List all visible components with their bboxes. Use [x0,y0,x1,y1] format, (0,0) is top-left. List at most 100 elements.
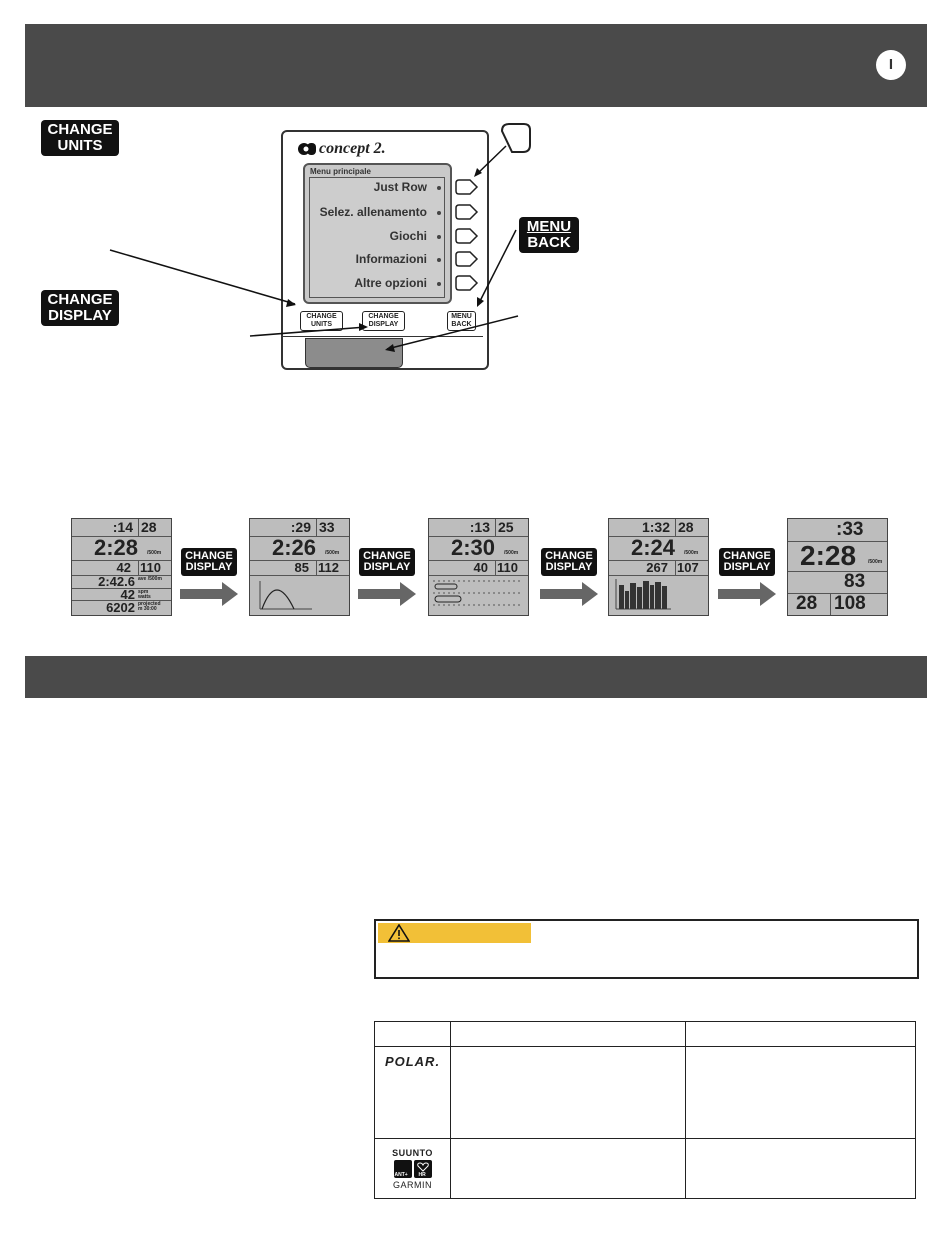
suunto-logo: SUUNTO [392,1147,433,1158]
display-pace-unit: /500m [147,550,162,556]
key-line-1: CHANGE [723,550,771,562]
display-pace: 2:30 [451,535,496,560]
key-line-1: CHANGE [47,121,113,138]
display-spm: 28 [141,519,157,535]
table-cell: SUUNTO ANT+ HR GARMIN [374,1138,451,1199]
display-screen: :33 2:28 /500m 83 28 108 [787,518,888,616]
key-line-1: CHANGE [363,550,411,562]
key-line-2: DISPLAY [723,561,771,573]
display-heart-rate: 110 [140,560,161,575]
change-display-step-key: CHANGE DISPLAY [719,548,775,576]
key-line-2: DISPLAY [363,561,411,573]
menu-panel [309,177,445,298]
change-display-step-key: CHANGE DISPLAY [541,548,597,576]
display-meters: 83 [844,571,866,592]
display-screen: :13 25 2:30 /500m 40 110 [428,518,529,616]
table-row: SUUNTO ANT+ HR GARMIN [374,1138,916,1199]
change-display-step-key: CHANGE DISPLAY [181,548,237,576]
warning-triangle-icon [388,924,410,942]
table-cell [685,1021,916,1047]
table-cell [450,1046,686,1139]
display-pace-unit: /500m [325,550,340,556]
sequence-arrows [180,582,776,606]
usb-slot [305,338,403,368]
table-row: POLAR. [374,1046,916,1139]
display-row-label: spm watts [138,589,151,600]
display-heart-rate: 108 [834,593,866,614]
key-line-2: BACK [527,234,571,251]
key-line-2: DISPLAY [48,307,112,324]
heart-rate-table: POLAR. SUUNTO ANT+ HR GARMIN [374,1021,916,1199]
ant-plus-icon: ANT+ [393,1159,412,1178]
change-units-key: CHANGE UNITS [41,120,119,156]
large-softkey-icon [500,123,531,153]
button-line-1: CHANGE [368,313,399,320]
key-line-1: CHANGE [545,550,593,562]
display-time: 1:32 [641,519,670,535]
display-heart-rate: 112 [318,560,339,575]
menu-title: Menu principale [310,167,371,176]
display-row-value: 2:42.6 [98,574,135,589]
button-line-2: DISPLAY [368,321,399,328]
table-header-row [374,1021,916,1047]
display-screen: 1:32 28 2:24 /500m 267 107 [608,518,709,616]
display-meters: 267 [646,560,668,575]
hr-label: HR [418,1171,426,1178]
right-arrow-icon [540,582,598,606]
display-time: :33 [836,519,864,540]
force-curve-graph [259,581,312,610]
ant-label: ANT+ [394,1171,408,1178]
table-cell [685,1138,916,1199]
heart-rate-icon: HR [413,1159,432,1178]
polar-logo: POLAR. [384,1054,441,1069]
warning-header [378,923,531,943]
display-pace: 2:28 [800,540,857,571]
display-screen: :14 28 2:28 /500m 42 110 2:42.6 ave /500… [71,518,172,616]
warning-box [374,919,919,979]
histogram-graph [615,579,671,610]
garmin-logo: GARMIN [393,1179,432,1190]
display-heart-rate: 110 [497,560,518,575]
menu-item-games[interactable]: Giochi [389,229,427,243]
concept2-mark-icon [298,143,316,155]
button-line-2: BACK [451,321,472,328]
monitor-lcd: Menu principale [303,163,452,304]
display-time: :14 [112,519,133,535]
table-cell [450,1138,686,1199]
section-band [25,656,927,698]
logo-text: concept 2. [319,140,386,157]
display-screen: :29 33 2:26 /500m 85 112 [249,518,350,616]
display-pace-unit: /500m [868,559,883,565]
display-pace: 2:26 [272,535,317,560]
table-cell [450,1021,686,1047]
display-meters: 40 [473,560,488,575]
display-pace: 2:28 [94,535,139,560]
display-heart-rate: 107 [677,560,699,575]
menu-back-key: MENU BACK [519,217,579,253]
display-spm: 28 [678,519,694,535]
menu-dot [437,211,441,215]
right-arrow-icon [358,582,416,606]
change-display-button[interactable]: CHANGE DISPLAY [362,311,405,331]
display-meters: 85 [294,560,309,575]
callout-lines [109,145,519,352]
display-row-value: 6202 [106,600,135,615]
menu-item-info[interactable]: Informazioni [355,252,427,266]
menu-dot [437,235,441,239]
monitor-base-line [283,336,483,337]
display-row-value: 42 [120,587,135,602]
header-band [25,24,927,107]
menu-item-just-row[interactable]: Just Row [373,180,427,194]
menu-item-more-options[interactable]: Altre opzioni [354,276,427,290]
ant-hr-badges: ANT+ HR [375,1159,450,1178]
display-meters: 42 [116,560,131,575]
display-pace-unit: /500m [684,550,699,556]
change-display-key: CHANGE DISPLAY [41,290,119,326]
softkey-buttons[interactable] [452,175,480,300]
display-row-label: projected m 30:00 [138,601,161,612]
menu-item-select-workout[interactable]: Selez. allenamento [319,205,427,219]
right-arrow-icon [718,582,776,606]
display-spm: 28 [796,593,818,614]
display-pace-unit: /500m [504,550,519,556]
key-line-2: UNITS [57,137,103,154]
